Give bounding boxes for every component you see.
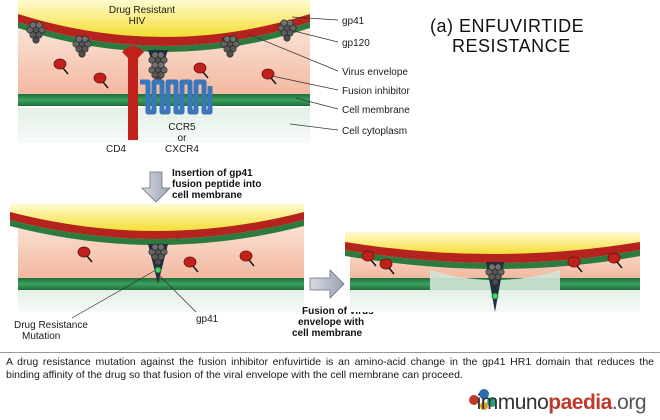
drug-resistance-label: Drug Resistance — [14, 320, 88, 331]
drug-resistant-label: Drug Resistant — [109, 5, 175, 16]
gp41-fusion-pore — [485, 262, 505, 312]
gp41-inserted — [148, 243, 168, 284]
title-line1: (a) ENFUVIRTIDE — [430, 16, 584, 36]
top-panel: Drug Resistant HIV CD4 CCR5 or CXCR4 gp4… — [18, 0, 410, 155]
logo-accent: paedia — [548, 391, 612, 414]
ccr5-coreceptor — [140, 79, 213, 115]
ccr5-label: CCR5 — [168, 122, 196, 133]
cell-cytoplasm-label: Cell cytoplasm — [342, 126, 407, 137]
gp120-label: gp120 — [342, 38, 370, 49]
leader-lines — [247, 16, 339, 131]
cell-membrane-label: Cell membrane — [342, 105, 410, 116]
logo-prefix: immuno — [476, 391, 549, 414]
figure-caption: A drug resistance mutation against the f… — [6, 356, 654, 381]
gp120-spike — [72, 35, 92, 58]
logo-text: immunopaedia.org — [476, 391, 647, 415]
gp120-spike — [148, 50, 168, 84]
virus-interior — [18, 0, 310, 39]
cxcr4-label: CXCR4 — [165, 144, 199, 155]
gp41-label: gp41 — [342, 16, 365, 27]
title-line2: RESISTANCE — [452, 36, 571, 56]
immunopaedia-logo-icon — [469, 389, 497, 410]
gp120-spike — [277, 19, 297, 42]
down-arrow — [141, 171, 171, 203]
insertion-label-3: cell membrane — [172, 190, 242, 201]
insertion-label-2: fusion peptide into — [172, 179, 261, 190]
mutation-label: Mutation — [22, 331, 60, 342]
hiv-label: HIV — [129, 16, 146, 27]
fusion-inhibitor-label: Fusion inhibitor — [342, 86, 410, 97]
logo-suffix: .org — [611, 391, 647, 414]
gp120-spike — [220, 35, 240, 58]
bottom-left-panel — [10, 204, 304, 319]
insertion-label-1: Insertion of gp41 — [172, 168, 253, 179]
or-label: or — [178, 133, 188, 144]
cd4-receptor — [128, 52, 138, 140]
fusion-label-2: envelope with — [298, 317, 364, 328]
fusion-label-3: cell membrane — [292, 328, 362, 339]
cd4-label: CD4 — [106, 144, 126, 155]
virus-envelope-label: Virus envelope — [342, 67, 408, 78]
immunopaedia-logo[interactable]: immunopaedia.org — [476, 390, 647, 416]
gp120-spike — [26, 21, 46, 44]
mutation-site — [154, 266, 162, 274]
bottom-right-panel — [345, 232, 640, 312]
caption-divider — [0, 352, 660, 353]
right-arrow — [309, 269, 345, 299]
gp41-bottom-label: gp41 — [196, 314, 219, 325]
fusion-label-1: Fusion of virus — [302, 306, 374, 317]
